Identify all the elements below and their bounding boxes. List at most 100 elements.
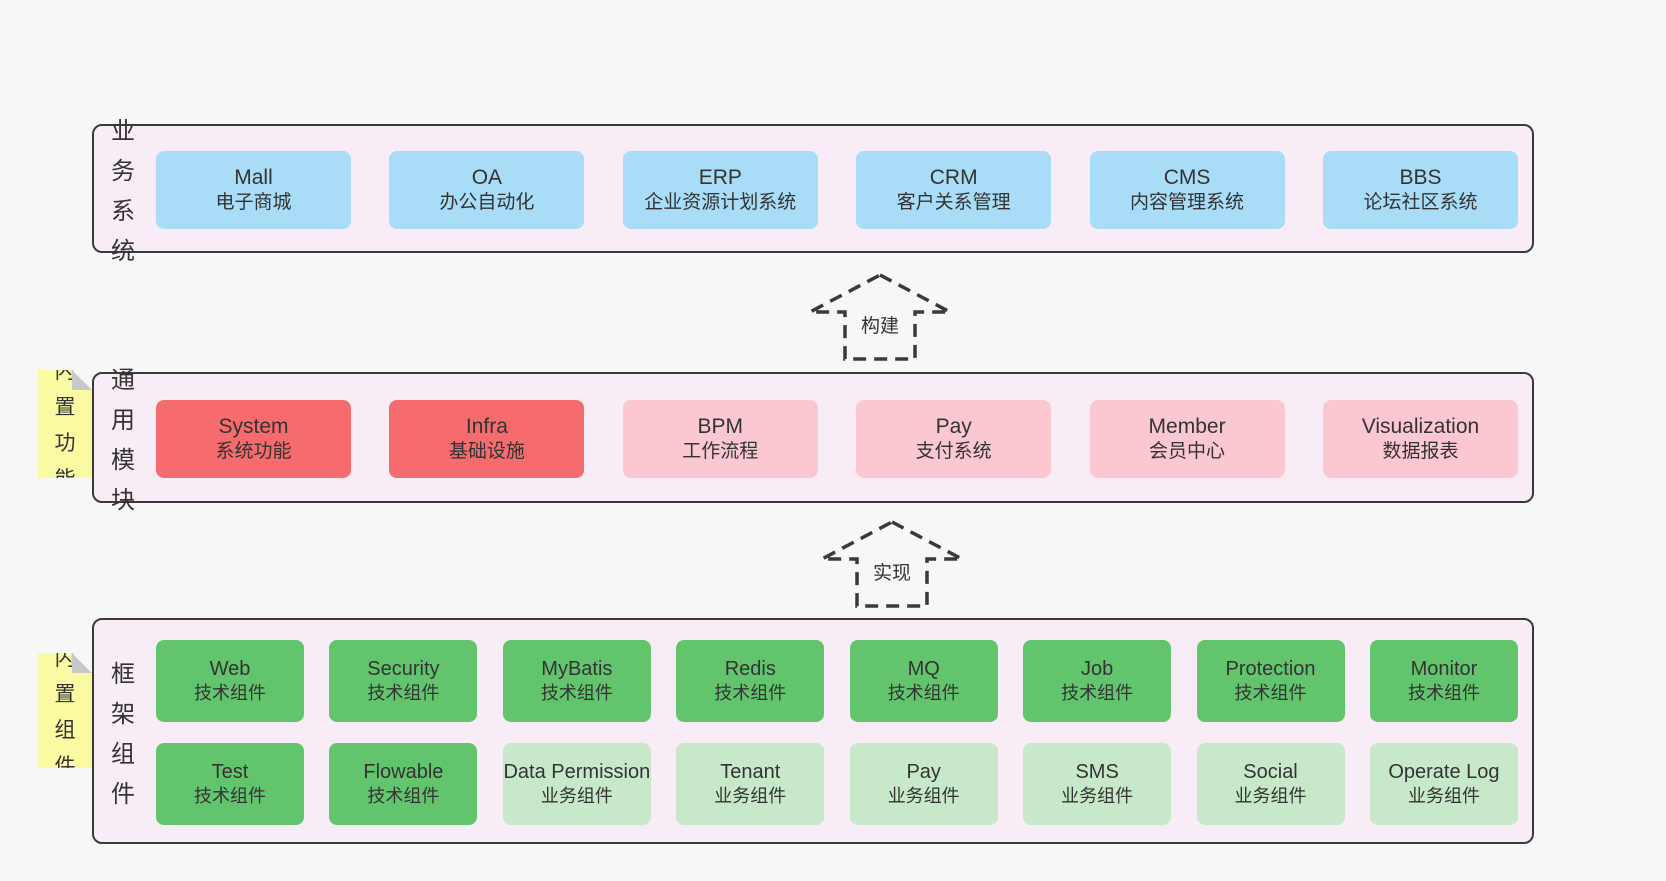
- box-subtitle: 电子商城: [215, 192, 292, 214]
- box-title: SMS: [1075, 761, 1119, 784]
- box-title: Infra: [465, 415, 508, 438]
- box-subtitle: 客户关系管理: [896, 192, 1011, 214]
- box-title: BBS: [1399, 166, 1442, 189]
- arrow-implement: 实现: [817, 518, 967, 610]
- box-subtitle: 技术组件: [367, 786, 440, 807]
- box-cms: CMS 内容管理系统: [1089, 151, 1285, 229]
- box-data-permission: Data Permission 业务组件: [502, 743, 651, 825]
- box-subtitle: 数据报表: [1382, 441, 1459, 463]
- box-title: MyBatis: [541, 658, 613, 681]
- folded-corner-icon: [72, 370, 92, 390]
- box-title: MQ: [907, 658, 940, 681]
- box-mybatis: MyBatis 技术组件: [502, 640, 651, 722]
- arrow-build: 构建: [805, 271, 955, 363]
- band-label-business-systems: 业务系统: [111, 118, 135, 265]
- box-title: Protection: [1225, 658, 1316, 681]
- box-title: System: [218, 415, 289, 438]
- box-bpm: BPM 工作流程: [622, 400, 818, 478]
- box-title: Data Permission: [503, 761, 651, 784]
- box-title: OA: [471, 166, 503, 189]
- dashed-up-arrow-icon: [821, 520, 963, 608]
- box-subtitle: 办公自动化: [439, 192, 535, 214]
- box-oa: OA 办公自动化: [389, 151, 585, 229]
- box-title: CRM: [929, 166, 978, 189]
- box-subtitle: 技术组件: [887, 683, 960, 704]
- box-title: Monitor: [1410, 658, 1478, 681]
- box-tenant: Tenant 业务组件: [676, 743, 825, 825]
- common-module-boxes-row: System 系统功能 Infra 基础设施 BPM 工作流程 Pay 支付系统…: [156, 400, 1518, 478]
- box-subtitle: 企业资源计划系统: [644, 192, 797, 214]
- box-subtitle: 业务组件: [1061, 786, 1134, 807]
- box-title: Web: [209, 658, 251, 681]
- box-protection: Protection 技术组件: [1196, 640, 1345, 722]
- box-subtitle: 技术组件: [1407, 683, 1480, 704]
- box-subtitle: 基础设施: [448, 441, 525, 463]
- box-member: Member 会员中心: [1089, 400, 1285, 478]
- box-subtitle: 技术组件: [194, 786, 266, 807]
- box-subtitle: 业务组件: [714, 786, 787, 807]
- box-operate-log: Operate Log 业务组件: [1369, 743, 1518, 825]
- folded-corner-icon: [72, 653, 92, 673]
- box-subtitle: 技术组件: [194, 683, 266, 704]
- box-title: Social: [1243, 761, 1298, 784]
- box-pay-business: Pay 业务组件: [849, 743, 998, 825]
- box-title: Job: [1080, 658, 1114, 681]
- box-security: Security 技术组件: [329, 640, 478, 722]
- box-redis: Redis 技术组件: [676, 640, 825, 722]
- box-mq: MQ 技术组件: [849, 640, 998, 722]
- tech-components-row: Web 技术组件 Security 技术组件 MyBatis 技术组件 Redi…: [156, 640, 1518, 722]
- band-business-systems: 业务系统 Mall 电子商城 OA 办公自动化 ERP 企业资源计划系统 CRM…: [92, 118, 1534, 265]
- box-erp: ERP 企业资源计划系统: [622, 151, 818, 229]
- box-subtitle: 业务组件: [1407, 786, 1480, 807]
- box-subtitle: 业务组件: [540, 786, 613, 807]
- box-sms: SMS 业务组件: [1023, 743, 1172, 825]
- arrow-implement-label: 实现: [869, 558, 915, 585]
- box-social: Social 业务组件: [1196, 743, 1345, 825]
- box-title: Redis: [724, 658, 776, 681]
- box-subtitle: 业务组件: [887, 786, 960, 807]
- box-title: BPM: [697, 415, 744, 438]
- box-title: Tenant: [720, 761, 781, 784]
- box-title: Mall: [234, 166, 273, 189]
- box-subtitle: 会员中心: [1149, 441, 1226, 463]
- sticky-note-built-in-components: 内置组件: [38, 653, 92, 768]
- box-monitor: Monitor 技术组件: [1369, 640, 1518, 722]
- box-subtitle: 技术组件: [1234, 683, 1307, 704]
- box-web: Web 技术组件: [156, 640, 304, 722]
- box-subtitle: 技术组件: [540, 683, 613, 704]
- box-subtitle: 技术组件: [367, 683, 440, 704]
- box-subtitle: 内容管理系统: [1130, 192, 1245, 214]
- sticky-note-built-in-features: 内置功能: [38, 370, 92, 478]
- box-crm: CRM 客户关系管理: [856, 151, 1052, 229]
- box-title: Flowable: [363, 761, 444, 784]
- box-subtitle: 论坛社区系统: [1363, 192, 1478, 214]
- box-title: Security: [367, 658, 440, 681]
- box-title: Visualization: [1361, 415, 1480, 438]
- box-title: Operate Log: [1388, 761, 1500, 784]
- box-subtitle: 技术组件: [714, 683, 787, 704]
- box-title: CMS: [1163, 166, 1211, 189]
- arrow-build-label: 构建: [857, 311, 903, 338]
- band-label-framework-components: 框架组件: [111, 660, 135, 808]
- band-label-common-modules: 通用模块: [111, 367, 135, 514]
- box-title: ERP: [698, 166, 742, 189]
- box-subtitle: 技术组件: [1061, 683, 1134, 704]
- box-subtitle: 支付系统: [915, 441, 992, 463]
- box-bbs: BBS 论坛社区系统: [1322, 151, 1518, 229]
- box-subtitle: 工作流程: [682, 441, 759, 463]
- box-title: Member: [1148, 415, 1226, 438]
- box-system: System 系统功能: [156, 400, 351, 478]
- box-infra: Infra 基础设施: [389, 400, 585, 478]
- box-mall: Mall 电子商城: [156, 151, 351, 229]
- band-common-modules: 通用模块 System 系统功能 Infra 基础设施 BPM 工作流程 Pay…: [92, 367, 1534, 514]
- box-pay: Pay 支付系统: [856, 400, 1052, 478]
- box-title: Pay: [906, 761, 941, 784]
- dashed-up-arrow-icon: [809, 273, 951, 361]
- business-boxes-row: Mall 电子商城 OA 办公自动化 ERP 企业资源计划系统 CRM 客户关系…: [156, 151, 1518, 229]
- box-subtitle: 系统功能: [215, 441, 292, 463]
- box-title: Test: [211, 761, 249, 784]
- box-title: Pay: [935, 415, 972, 438]
- box-test: Test 技术组件: [156, 743, 304, 825]
- business-components-row: Test 技术组件 Flowable 技术组件 Data Permission …: [156, 743, 1518, 825]
